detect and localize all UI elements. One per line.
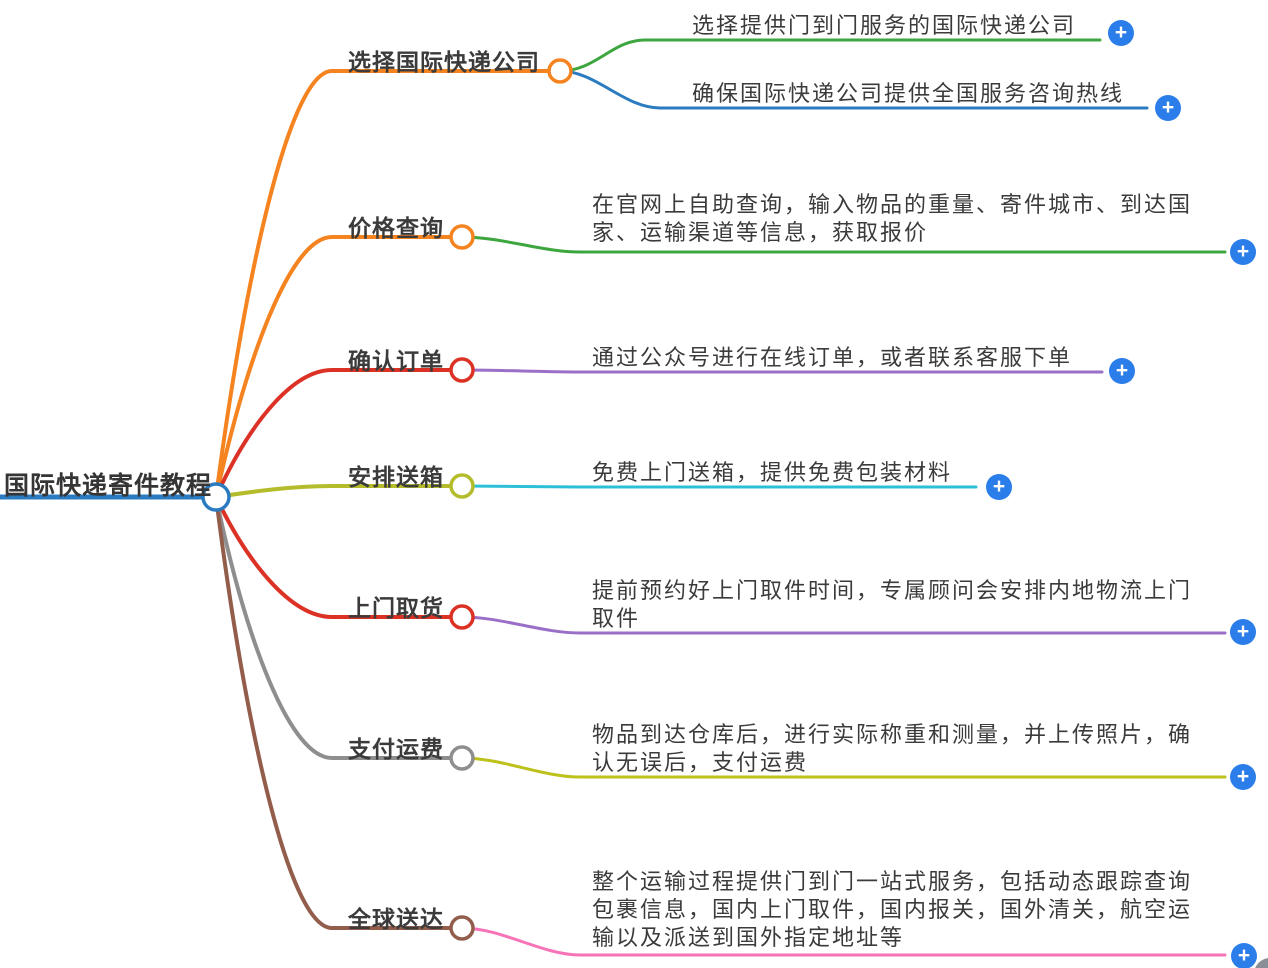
branch-line-confirm-order xyxy=(214,368,451,499)
plus-icon: + xyxy=(1236,620,1250,643)
plus-icon: + xyxy=(1115,359,1129,382)
branch-label-arrange-box[interactable]: 安排送箱 xyxy=(348,464,444,490)
leaf-label-hotline[interactable]: 确保国际快递公司提供全国服务咨询热线 xyxy=(692,81,1125,106)
child-line-one-stop xyxy=(460,926,1227,957)
add-child-button-weighing[interactable]: + xyxy=(1230,764,1256,790)
add-child-button-free-box[interactable]: + xyxy=(986,474,1012,500)
child-line-online-order xyxy=(460,368,1104,374)
add-child-button-online-order[interactable]: + xyxy=(1109,358,1135,384)
branch-line-choose-company xyxy=(214,69,549,499)
node-handle-choose-company[interactable] xyxy=(547,58,573,84)
leaf-label-price-quote[interactable]: 在官网上自助查询，输入物品的重量、寄件城市、到达国家、运输渠道等信息，获取报价 xyxy=(592,192,1193,245)
branch-label-pay-freight[interactable]: 支付运费 xyxy=(348,736,444,762)
leaf-label-one-stop[interactable]: 整个运输过程提供门到门一站式服务，包括动态跟踪查询包裹信息，国内上门取件，国内报… xyxy=(592,869,1193,950)
branch-label-confirm-order[interactable]: 确认订单 xyxy=(348,348,444,374)
plus-icon: + xyxy=(1114,21,1128,44)
child-line-price-quote xyxy=(460,235,1227,254)
add-child-button-appointment[interactable]: + xyxy=(1230,619,1256,645)
child-line-door-to-door xyxy=(558,38,1102,73)
branch-line-global-delivery xyxy=(214,495,451,930)
plus-icon: + xyxy=(1161,96,1175,119)
branch-label-global-delivery[interactable]: 全球送达 xyxy=(348,906,444,932)
branch-label-choose-company[interactable]: 选择国际快递公司 xyxy=(348,49,540,75)
plus-icon: + xyxy=(1236,240,1250,263)
node-handle-arrange-box[interactable] xyxy=(449,473,475,499)
plus-icon: + xyxy=(992,475,1006,498)
add-child-button-door-to-door[interactable]: + xyxy=(1108,20,1134,46)
corner-overflow-badge xyxy=(1254,958,1268,968)
branch-label-pickup[interactable]: 上门取货 xyxy=(348,595,444,621)
leaf-label-weighing[interactable]: 物品到达仓库后，进行实际称重和测量，并上传照片，确认无误后，支付运费 xyxy=(592,722,1193,775)
branch-line-pickup xyxy=(214,495,451,619)
node-handle-global-delivery[interactable] xyxy=(449,915,475,941)
child-line-free-box xyxy=(460,484,978,489)
leaf-label-online-order[interactable]: 通过公众号进行在线订单，或者联系客服下单 xyxy=(592,345,1073,370)
child-line-hotline xyxy=(558,69,1149,110)
plus-icon: + xyxy=(1236,765,1250,788)
child-line-weighing xyxy=(460,756,1227,779)
branch-line-pay-freight xyxy=(214,495,451,760)
plus-icon: + xyxy=(1237,944,1251,967)
child-line-appointment xyxy=(460,615,1227,635)
node-handle-price-query[interactable] xyxy=(449,224,475,250)
leaf-label-appointment[interactable]: 提前预约好上门取件时间，专属顾问会安排内地物流上门取件 xyxy=(592,578,1193,631)
branch-line-price-query xyxy=(214,235,451,499)
node-handle-pay-freight[interactable] xyxy=(449,745,475,771)
root-node-handle[interactable] xyxy=(201,482,231,512)
root-node-label[interactable]: 国际快递寄件教程 xyxy=(4,472,213,500)
leaf-label-free-box[interactable]: 免费上门送箱，提供免费包装材料 xyxy=(592,460,953,485)
node-handle-confirm-order[interactable] xyxy=(449,357,475,383)
leaf-label-door-to-door[interactable]: 选择提供门到门服务的国际快递公司 xyxy=(692,13,1077,38)
add-child-button-one-stop[interactable]: + xyxy=(1231,943,1257,968)
add-child-button-hotline[interactable]: + xyxy=(1155,95,1181,121)
add-child-button-price-quote[interactable]: + xyxy=(1230,239,1256,265)
branch-label-price-query[interactable]: 价格查询 xyxy=(348,215,444,241)
node-handle-pickup[interactable] xyxy=(449,604,475,630)
